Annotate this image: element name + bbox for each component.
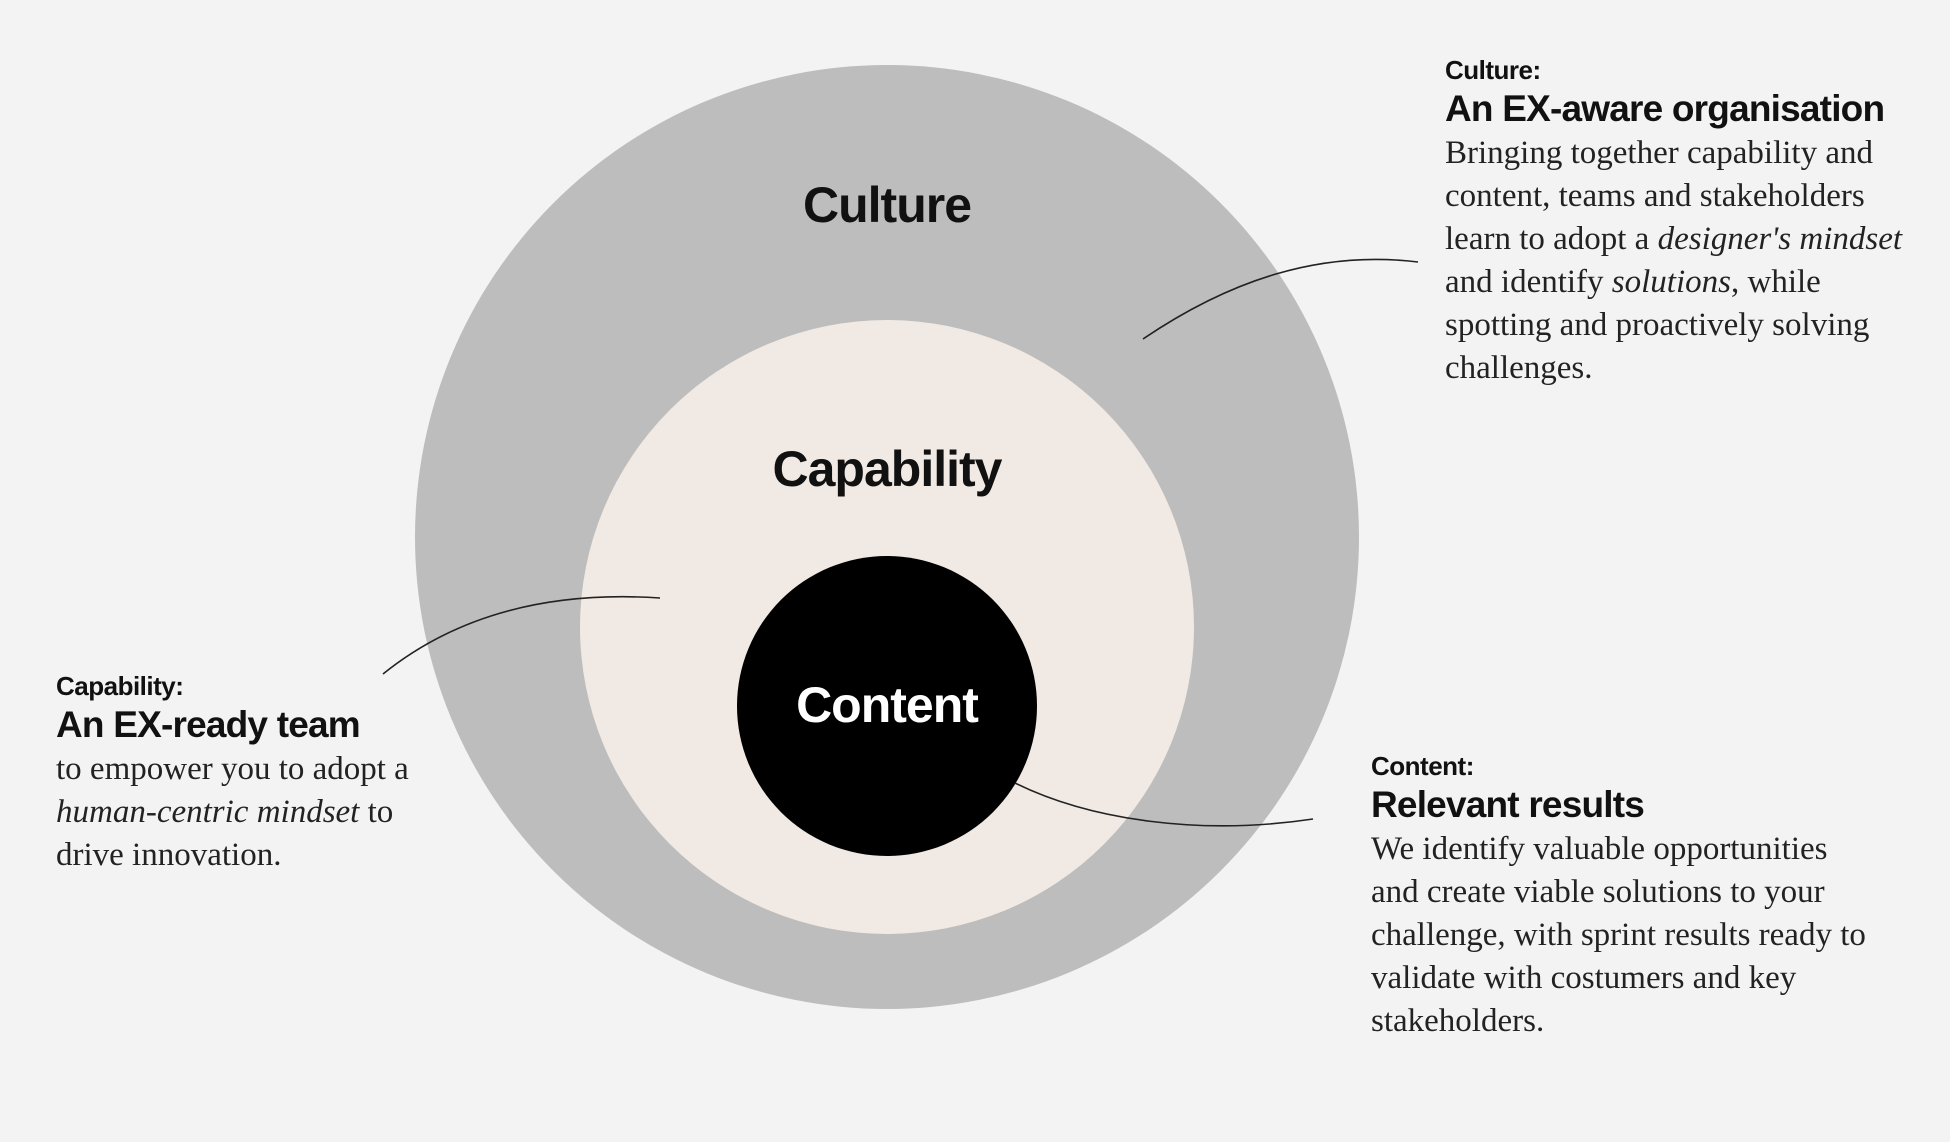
content-connector-line — [1014, 782, 1314, 827]
capability-ring-label: Capability — [773, 441, 1003, 497]
culture-callout-kicker: Culture: — [1445, 55, 1541, 85]
capability-body-segment: to empower you to adopt a — [56, 751, 409, 787]
culture-body-segment: designer's mindset — [1657, 221, 1903, 257]
capability-callout-headline: An EX-ready team — [56, 704, 361, 745]
content-callout-body: We identify valuable opportunities and c… — [1371, 828, 1871, 1043]
capability-body-segment: human-centric mindset — [56, 794, 360, 830]
culture-ring-label: Culture — [803, 177, 971, 233]
culture-body-segment: , while spotting and proactively solving… — [1445, 264, 1870, 386]
content-callout: Content: Relevant results We identify va… — [1371, 750, 1871, 1043]
capability-callout-kicker: Capability: — [56, 671, 184, 701]
capability-body-segment: to drive innovation. — [56, 794, 394, 873]
culture-callout: Culture: An EX-aware organisation Bringi… — [1445, 54, 1905, 390]
capability-callout: Capability: An EX-ready team to empower … — [56, 670, 456, 877]
culture-callout-body: Bringing together capability and content… — [1445, 132, 1905, 390]
culture-body-segment: Bringing together capability and content… — [1445, 135, 1873, 257]
content-circle — [737, 556, 1037, 856]
capability-connector-line — [382, 595, 661, 675]
culture-body-segment: and identify — [1445, 264, 1612, 300]
content-circle-label: Content — [796, 677, 979, 733]
content-callout-headline: Relevant results — [1371, 784, 1645, 825]
culture-connector-line — [1142, 258, 1419, 340]
capability-callout-body: to empower you to adopt a human-centric … — [56, 748, 456, 877]
culture-callout-headline: An EX-aware organisation — [1445, 88, 1885, 129]
content-callout-kicker: Content: — [1371, 751, 1474, 781]
content-body-segment: We identify valuable opportunities and c… — [1371, 831, 1866, 1039]
culture-body-segment: solutions — [1611, 264, 1731, 300]
